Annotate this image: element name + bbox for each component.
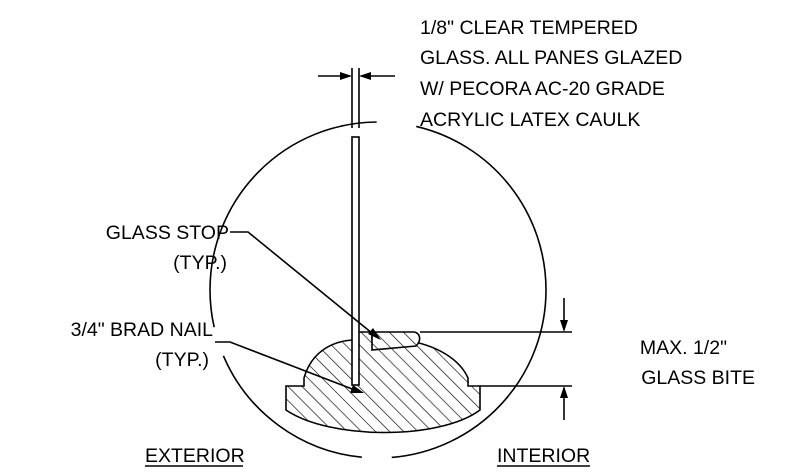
glass-thickness-arrowhead-right (359, 72, 371, 80)
glass-bite-label-1: MAX. 1/2" (640, 337, 727, 359)
glass-stop-typ: (TYP.) (173, 252, 227, 274)
glass-stop-leader-arrow (368, 328, 381, 340)
brad-nail-leader (215, 341, 361, 393)
glass-note-line-4: ACRYLIC LATEX CAULK (420, 109, 640, 131)
glass-note-line-2: GLASS. ALL PANES GLAZED (420, 47, 682, 69)
bite-arrowhead-bottom (560, 386, 568, 398)
glass-stop-label: GLASS STOP (106, 222, 229, 244)
glass-bite-label-2: GLASS BITE (641, 367, 755, 389)
brad-nail-typ: (TYP.) (155, 349, 209, 371)
glass-note-line-1: 1/8" CLEAR TEMPERED (420, 17, 638, 39)
glass-stop-hatch (372, 332, 420, 350)
brad-nail-label: 3/4" BRAD NAIL (71, 319, 214, 341)
glass-pane (351, 136, 360, 386)
glass-thickness-arrowhead-left (340, 72, 352, 80)
detail-boundary-circle (209, 121, 547, 459)
interior-label: INTERIOR (497, 445, 590, 467)
exterior-label: EXTERIOR (145, 445, 245, 467)
brad-nail-leader-arrow (350, 385, 364, 393)
glass-stop-leader (230, 231, 379, 339)
bite-arrowhead-top (560, 320, 568, 332)
glass-note-line-3: W/ PECORA AC-20 GRADE (420, 78, 665, 100)
frame-section-hatched (285, 331, 481, 434)
